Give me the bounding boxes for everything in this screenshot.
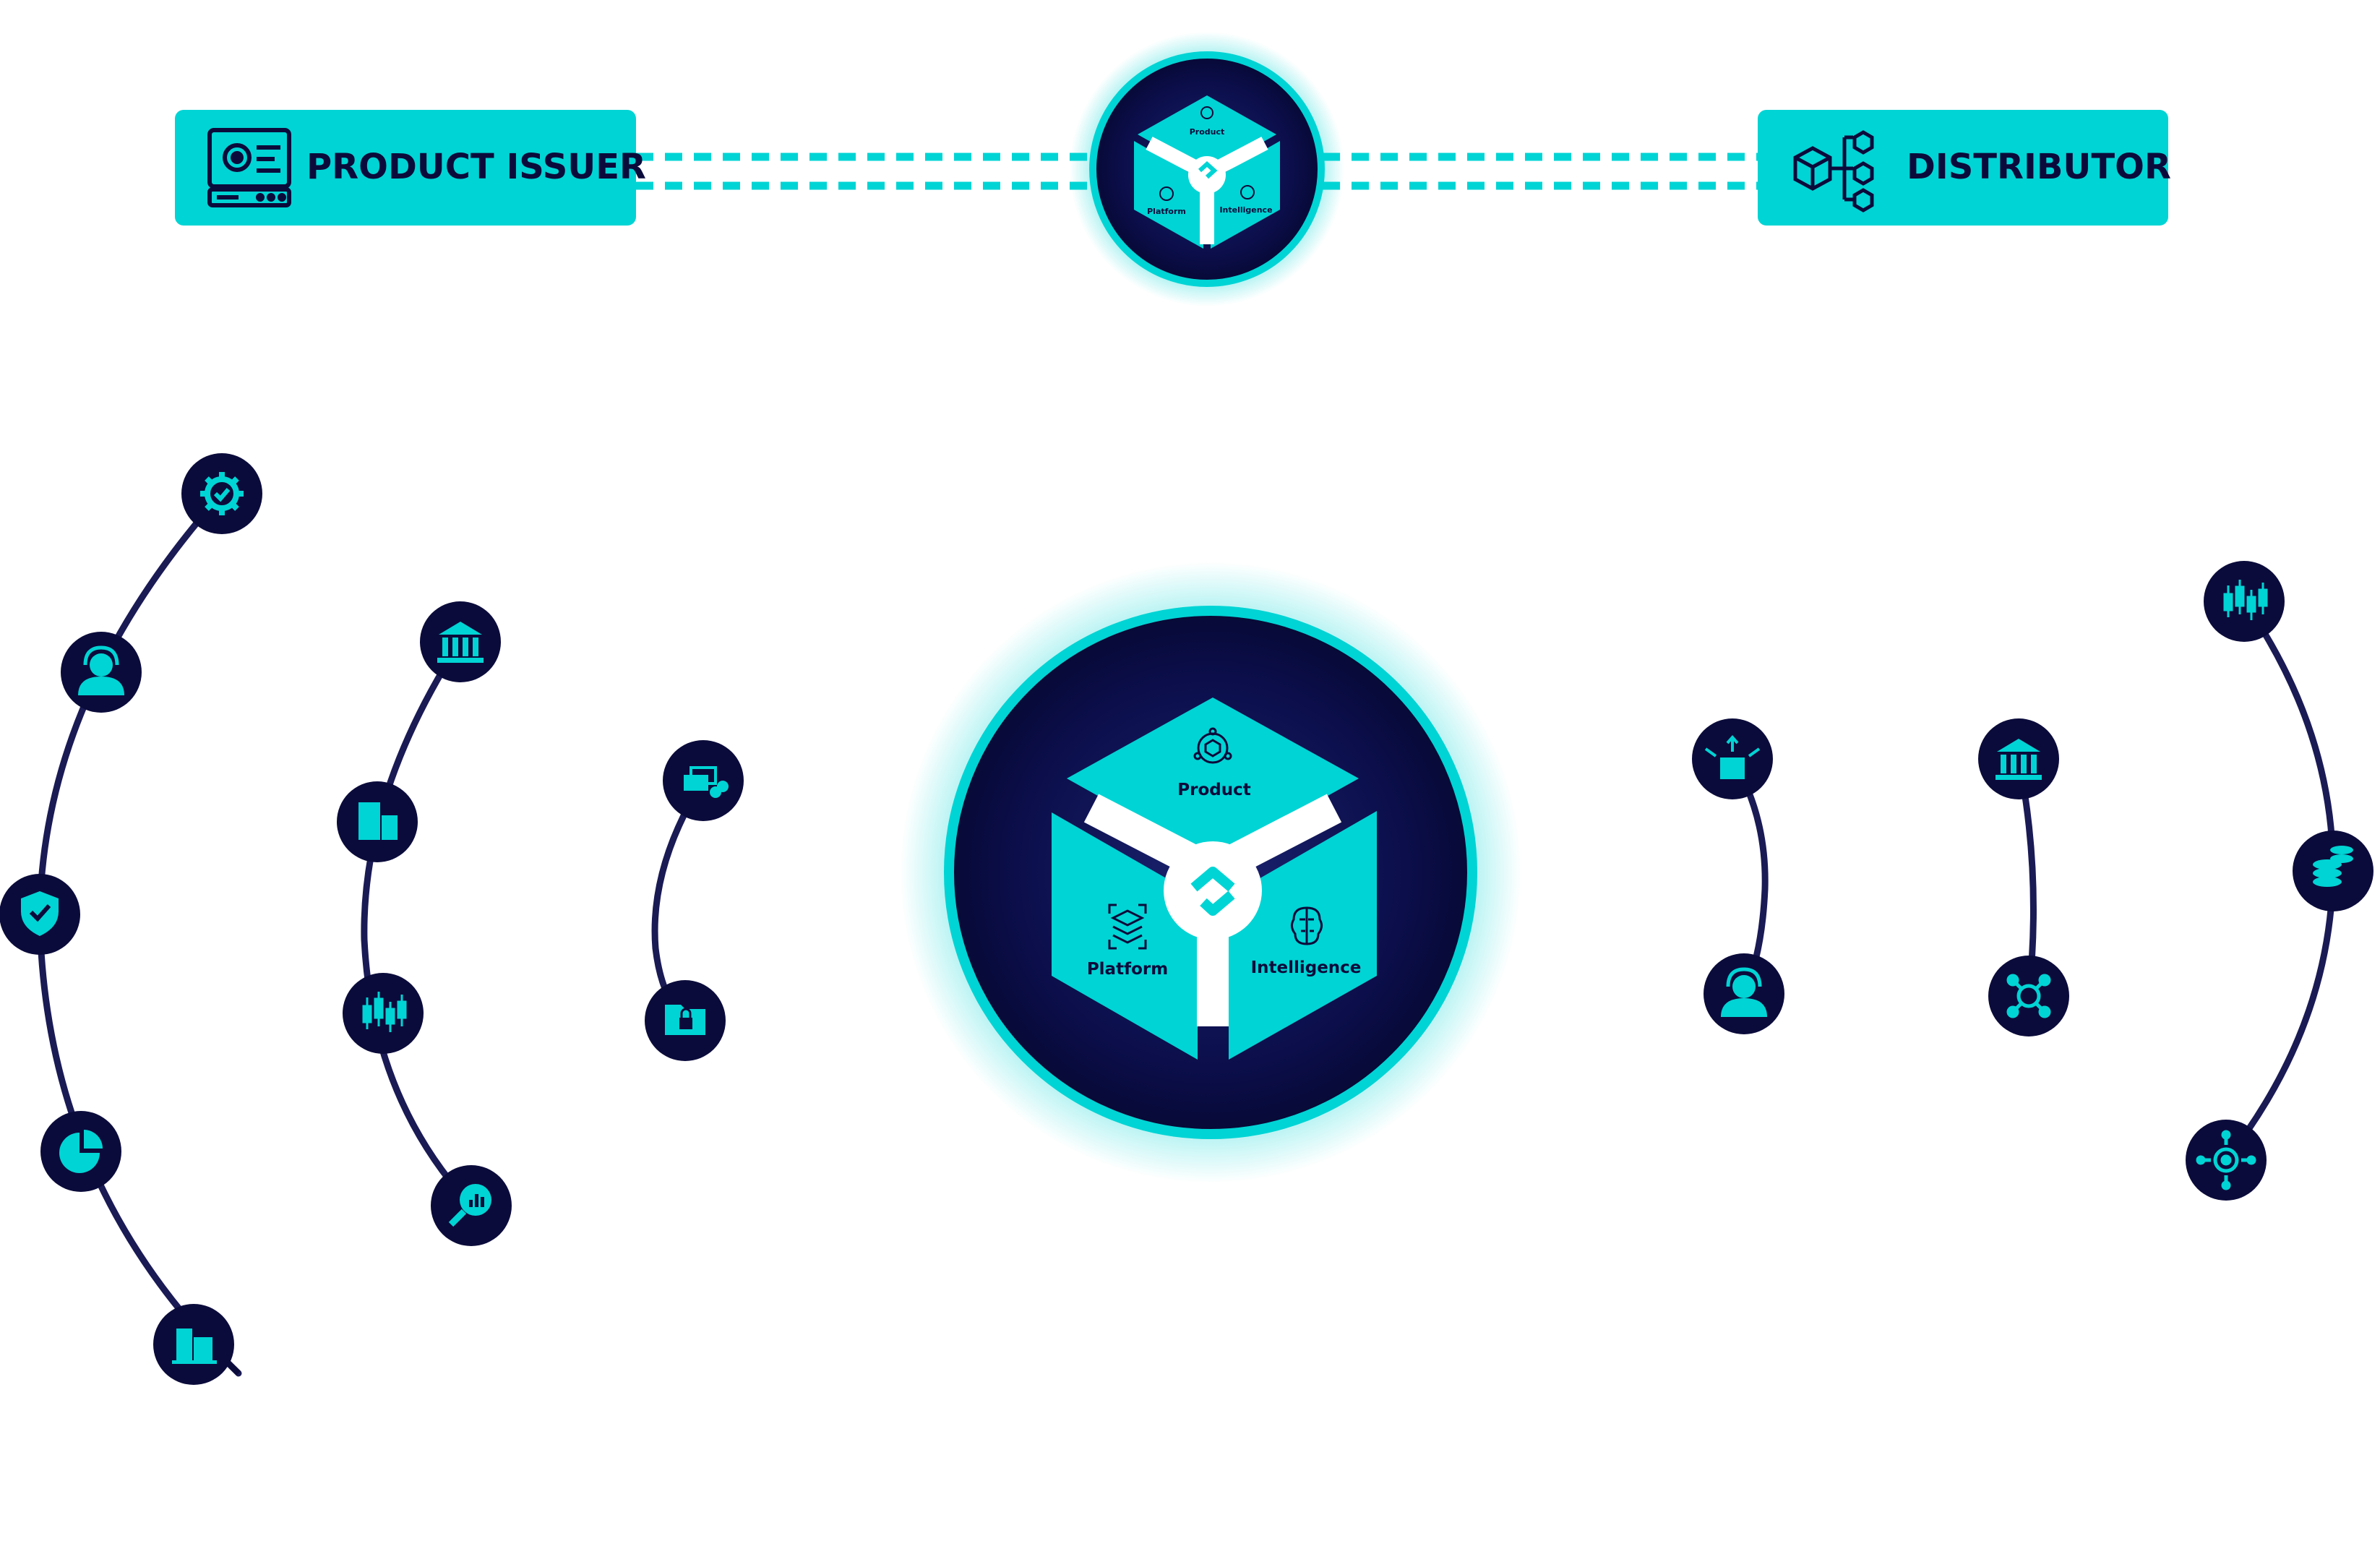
support-agent-icon [1721,967,1767,1017]
hub-logo-icon [1190,867,1235,916]
money-stack-icon [684,766,729,798]
hub-cube: Product Platform Intelligence [1052,697,1377,1060]
gear-check-icon [200,472,244,515]
support-agent-icon [78,645,124,695]
analytics-search-icon [448,1184,491,1227]
platform-icon [1108,903,1147,950]
brain-icon [1290,906,1323,945]
hub-platform-label: Platform [1087,960,1168,979]
gear-network-icon [2196,1130,2256,1190]
node-office-building [337,781,418,862]
node-candlestick-2 [2204,561,2285,642]
small-hub: Product Platform Intelligence [1070,32,1344,306]
hub-product-label: Product [1177,781,1250,799]
node-bank-2 [1978,718,2059,799]
node-candlestick [343,973,424,1054]
node-analytics-search [431,1165,512,1246]
node-network-hub [1988,956,2069,1036]
node-support-agent [61,632,142,713]
node-box-distribution [1692,718,1773,799]
coin-stack-icon [2313,846,2353,887]
pie-chart-icon [59,1130,103,1173]
node-pie-chart [40,1111,121,1192]
node-secure-folder [645,980,726,1061]
node-support-agent-2 [1704,953,1784,1034]
small-hub-cube-icon: Product Platform Intelligence [1134,95,1280,249]
candlestick-chart-icon [2223,580,2268,620]
small-hub-product-label: Product [1190,127,1225,137]
central-hub: Product Platform Intelligence [900,562,1521,1183]
node-money-stack [663,740,744,821]
secure-folder-icon [665,1005,705,1035]
box-distribution-icon [1704,734,1761,779]
product-icon [1193,727,1232,764]
building-search-icon [172,1328,217,1364]
distributor-box: DISTRIBUTOR [1758,110,2171,226]
office-building-icon [358,802,398,840]
node-coin-stack [2293,830,2373,911]
node-gear-check [181,453,262,534]
product-issuer-label: PRODUCT ISSUER [306,147,646,187]
computer-settings-icon [207,128,291,207]
bank-icon [1995,739,2042,780]
shield-check-icon [21,891,59,936]
distributor-label: DISTRIBUTOR [1907,147,2171,187]
cube-network-icon [1793,130,1874,213]
candlestick-chart-icon [362,992,407,1032]
product-issuer-box: PRODUCT ISSUER [175,110,646,226]
node-shield-check [0,874,80,955]
search-handle [225,1360,241,1375]
node-gear-network [2186,1120,2267,1201]
node-bank [420,601,501,682]
bank-icon [437,622,484,663]
network-hub-icon [2006,974,2051,1018]
small-hub-platform-label: Platform [1147,207,1186,216]
node-building-search [153,1304,241,1385]
connector-lines [636,153,1758,190]
hub-intelligence-label: Intelligence [1251,958,1362,977]
small-hub-intelligence-label: Intelligence [1219,205,1272,215]
